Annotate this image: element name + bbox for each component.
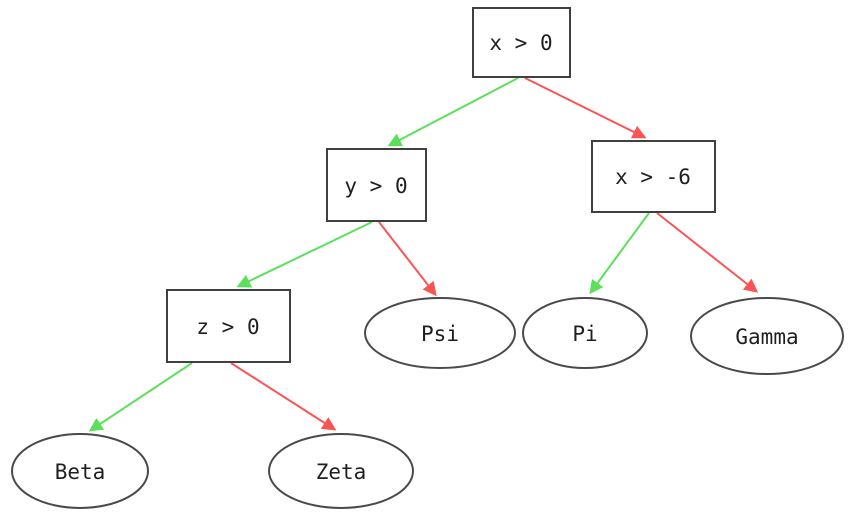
- node-x-gt-neg6-label: x > -6: [615, 165, 691, 189]
- node-x-gt-0: x > 0: [472, 7, 571, 78]
- leaf-zeta: Zeta: [268, 433, 414, 509]
- leaf-beta-ellipse: [11, 433, 149, 509]
- node-x-gt-neg6-box: [591, 140, 716, 213]
- leaf-psi-ellipse: [364, 297, 516, 369]
- node-x-gt-0-label: x > 0: [489, 31, 552, 55]
- leaf-psi: Psi: [364, 297, 516, 369]
- edge-root-to-x-gt-neg6-false: [524, 77, 647, 139]
- leaf-gamma-label: Gamma: [735, 325, 798, 349]
- leaf-pi-ellipse: [522, 297, 648, 369]
- edge-y-gt-0-to-psi-false: [378, 221, 437, 297]
- node-x-gt-neg6: x > -6: [591, 140, 716, 213]
- leaf-zeta-ellipse: [268, 433, 414, 509]
- node-x-gt-0-box: [472, 7, 571, 78]
- node-y-gt-0-label: y > 0: [344, 174, 407, 198]
- leaf-pi: Pi: [522, 297, 648, 369]
- edge-root-to-y-gt-0-true: [387, 77, 519, 147]
- leaf-psi-label: Psi: [421, 322, 459, 346]
- leaf-beta: Beta: [11, 433, 149, 509]
- node-z-gt-0-label: z > 0: [196, 315, 259, 339]
- leaf-gamma-ellipse: [690, 297, 844, 375]
- node-z-gt-0: z > 0: [166, 289, 291, 363]
- leaf-gamma: Gamma: [690, 297, 844, 375]
- leaf-zeta-label: Zeta: [316, 460, 367, 484]
- node-z-gt-0-box: [166, 289, 291, 363]
- node-y-gt-0: y > 0: [326, 148, 427, 222]
- edge-x-gt-neg6-to-gamma-false: [656, 212, 759, 293]
- leaf-beta-label: Beta: [55, 460, 106, 484]
- edge-z-gt-0-to-beta-true: [88, 362, 193, 432]
- edge-x-gt-neg6-to-pi-true: [589, 212, 650, 295]
- node-y-gt-0-box: [326, 148, 427, 222]
- edges-layer: [88, 77, 759, 432]
- leaf-pi-label: Pi: [572, 322, 597, 346]
- edge-y-gt-0-to-z-gt-0-true: [236, 221, 373, 288]
- edge-z-gt-0-to-zeta-false: [230, 362, 337, 431]
